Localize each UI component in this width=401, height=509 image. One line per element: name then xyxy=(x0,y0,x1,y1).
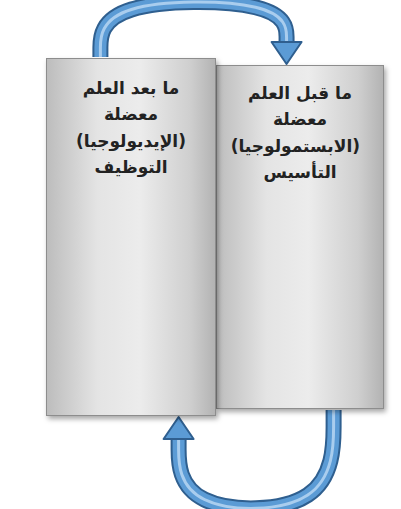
arrow-outline xyxy=(100,2,286,57)
arrow-highlight xyxy=(100,2,286,57)
arrow-head xyxy=(272,42,302,64)
cycle-arrow-group xyxy=(100,2,301,64)
cycle-arrow-group xyxy=(164,410,334,508)
page-panel: ما قبل العلم معضلة (الابستمولوجيا) التأس… xyxy=(216,65,384,409)
cycle-arrow xyxy=(100,2,286,57)
cycle-arrow xyxy=(179,410,334,508)
page-panel: ما بعد العلم معضلة (الإيديولوجيا) التوظي… xyxy=(46,58,216,416)
arrow-outline xyxy=(179,410,334,508)
panel-text: ما بعد العلم معضلة (الإيديولوجيا) التوظي… xyxy=(71,75,191,180)
arrow-head xyxy=(164,417,194,439)
arrow-highlight xyxy=(179,410,334,508)
panel-text: ما قبل العلم معضلة (الابستمولوجيا) التأس… xyxy=(240,80,360,185)
